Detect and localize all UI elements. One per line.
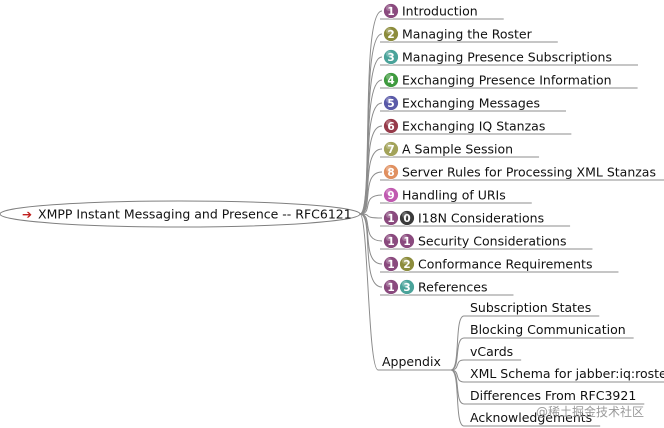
chapter-nodes: 1 Introduction 2 Managing the Roster 3 Managi… (380, 3, 664, 296)
number-0-icon: 0 (399, 210, 415, 226)
root-node-outline (0, 200, 361, 228)
appendix-item[interactable]: vCards (464, 344, 522, 361)
appendix-node[interactable]: Appendix (378, 354, 451, 371)
svg-text:5: 5 (387, 98, 394, 110)
root-node-label: XMPP Instant Messaging and Presence -- R… (38, 207, 352, 222)
chapter-node-4[interactable]: 4 Exchanging Presence Information (380, 72, 638, 89)
connector-line (450, 315, 465, 371)
svg-text:1: 1 (387, 236, 394, 248)
root-node[interactable]: ➔ XMPP Instant Messaging and Presence --… (0, 200, 361, 228)
chapter-label: Conformance Requirements (418, 257, 592, 272)
chapter-node-8[interactable]: 8 Server Rules for Processing XML Stanzas (380, 164, 664, 181)
chapter-node-7[interactable]: 7 A Sample Session (380, 141, 540, 158)
svg-text:3: 3 (387, 52, 394, 64)
appendix-item-label: Subscription States (470, 300, 591, 315)
number-3-icon: 3 (383, 49, 399, 65)
chapter-label: A Sample Session (402, 142, 513, 157)
number-2-icon: 2 (383, 26, 399, 42)
number-1-icon: 1 (383, 279, 399, 295)
chapter-label: Exchanging Messages (402, 96, 540, 111)
number-1-icon: 1 (383, 210, 399, 226)
appendix-item[interactable]: Blocking Communication (464, 322, 634, 339)
connector-line (359, 148, 383, 215)
chapter-label: Introduction (402, 4, 478, 19)
watermark: @稀土掘金技术社区 (536, 404, 644, 419)
number-5-icon: 5 (383, 95, 399, 111)
chapter-node-1[interactable]: 1 Introduction (380, 3, 504, 20)
appendix-item-label: Blocking Communication (470, 322, 626, 337)
chapter-label: I18N Considerations (418, 211, 544, 226)
number-1-icon: 1 (399, 233, 415, 249)
chapter-label: Security Considerations (418, 234, 566, 249)
chapter-label: Managing the Roster (402, 27, 533, 42)
chapter-node-3[interactable]: 3 Managing Presence Subscriptions (380, 49, 638, 66)
connector-line (359, 56, 383, 215)
svg-text:3: 3 (403, 282, 410, 294)
connector-line (359, 213, 379, 371)
svg-text:6: 6 (387, 121, 394, 133)
number-9-icon: 9 (383, 187, 399, 203)
svg-text:1: 1 (387, 6, 394, 18)
svg-text:2: 2 (387, 29, 394, 41)
arrow-right-icon: ➔ (22, 208, 32, 222)
chapter-node-5[interactable]: 5 Exchanging Messages (380, 95, 566, 112)
connector-line (450, 369, 465, 383)
number-3-icon: 3 (399, 279, 415, 295)
connector-line (450, 369, 465, 427)
svg-text:4: 4 (387, 75, 394, 87)
number-4-icon: 4 (383, 72, 399, 88)
appendix-item[interactable]: Acknowledgements (464, 410, 601, 427)
connector-line (450, 337, 465, 371)
connector-line (359, 194, 383, 215)
svg-text:1: 1 (403, 236, 410, 248)
number-2-icon: 2 (399, 256, 415, 272)
number-1-icon: 1 (383, 3, 399, 19)
chapter-node-9[interactable]: 9 Handling of URIs (380, 187, 532, 204)
svg-text:2: 2 (403, 259, 410, 271)
chapter-node-6[interactable]: 6 Exchanging IQ Stanzas (380, 118, 572, 135)
number-1-icon: 1 (383, 256, 399, 272)
appendix-item[interactable]: Subscription States (464, 300, 600, 317)
chapter-label: Exchanging IQ Stanzas (402, 119, 545, 134)
connector-line (359, 102, 383, 215)
number-6-icon: 6 (383, 118, 399, 134)
connector-lines (359, 10, 465, 427)
number-7-icon: 7 (383, 141, 399, 157)
connector-line (359, 10, 383, 215)
appendix-item[interactable]: XML Schema for jabber:iq:roster (464, 366, 664, 383)
appendix-item[interactable]: Differences From RFC3921 (464, 388, 645, 405)
number-8-icon: 8 (383, 164, 399, 180)
chapter-label: Handling of URIs (402, 188, 506, 203)
connector-line (359, 171, 383, 215)
svg-text:9: 9 (387, 190, 394, 202)
svg-text:0: 0 (403, 213, 410, 225)
appendix-item-label: XML Schema for jabber:iq:roster (470, 366, 664, 381)
connector-line (359, 79, 383, 215)
appendix-item-label: Differences From RFC3921 (470, 388, 636, 403)
chapter-label: Exchanging Presence Information (402, 73, 612, 88)
appendix-item-label: vCards (470, 344, 513, 359)
connector-line (359, 213, 383, 288)
svg-text:1: 1 (387, 282, 394, 294)
connector-line (359, 125, 383, 215)
appendix-item-label: Acknowledgements (470, 410, 592, 425)
chapter-label: References (418, 280, 487, 295)
appendix-label: Appendix (382, 354, 441, 369)
connector-line (359, 213, 383, 265)
chapter-label: Managing Presence Subscriptions (402, 50, 612, 65)
chapter-node-2[interactable]: 2 Managing the Roster (380, 26, 558, 43)
svg-text:1: 1 (387, 213, 394, 225)
number-1-icon: 1 (383, 233, 399, 249)
svg-text:1: 1 (387, 259, 394, 271)
chapter-label: Server Rules for Processing XML Stanzas (402, 165, 656, 180)
svg-text:8: 8 (387, 167, 394, 179)
svg-text:7: 7 (387, 144, 394, 156)
